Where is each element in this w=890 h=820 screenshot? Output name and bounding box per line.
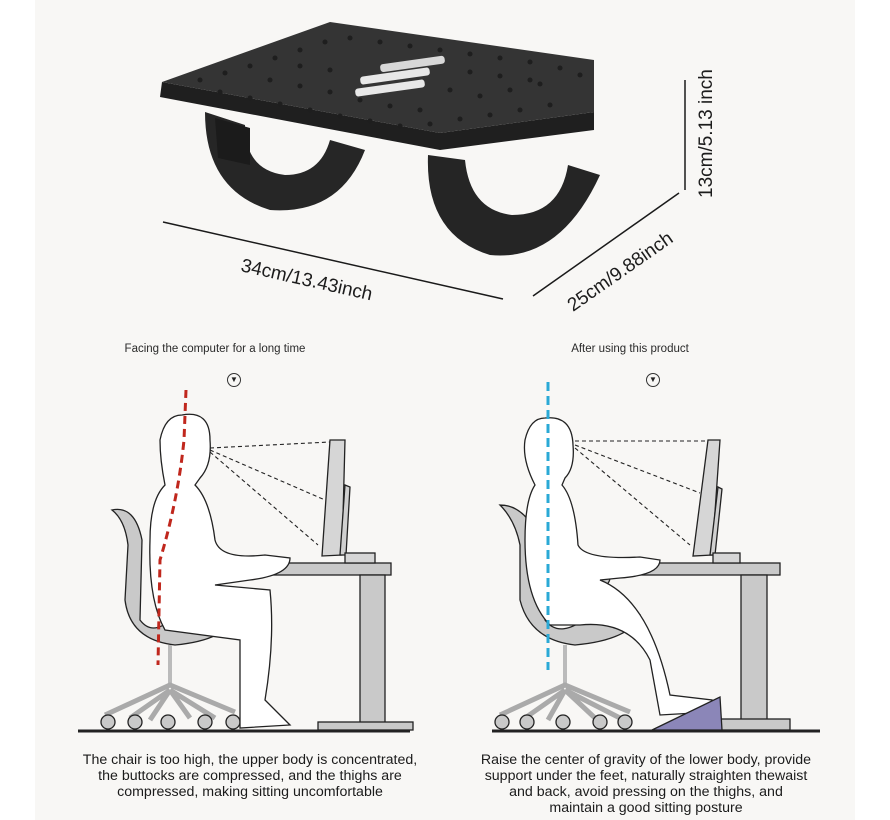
- chevron-down-circle-icon: ▼: [227, 373, 241, 387]
- before-caption-line: compressed, making sitting uncomfortable: [117, 784, 383, 800]
- chevron-down-circle-icon: ▼: [646, 373, 660, 387]
- width-dimension-label: 34cm/13.43inch: [239, 255, 374, 305]
- after-posture-illustration: [492, 382, 820, 733]
- after-caption-line: maintain a good sitting posture: [549, 800, 743, 816]
- footrest-wedge: [651, 695, 723, 731]
- after-caption-line: support under the feet, naturally straig…: [484, 768, 808, 784]
- massage-dots: [197, 35, 583, 129]
- height-dimension-label: 13cm/5.13 inch: [696, 69, 717, 198]
- massage-rollers: [355, 55, 445, 97]
- after-panel-title: After using this product: [571, 343, 689, 355]
- before-posture-illustration: [78, 389, 414, 733]
- depth-dimension-label: 25cm/9.88inch: [564, 228, 677, 316]
- after-caption: Raise the center of gravity of the lower…: [452, 752, 840, 816]
- before-caption-line: The chair is too high, the upper body is…: [82, 752, 418, 768]
- before-caption-line: the buttocks are compressed, and the thi…: [98, 768, 402, 784]
- before-panel-title: Facing the computer for a long time: [124, 343, 306, 355]
- after-caption-line: Raise the center of gravity of the lower…: [480, 752, 812, 768]
- before-caption: The chair is too high, the upper body is…: [40, 752, 460, 800]
- after-caption-line: and back, avoid pressing on the thighs, …: [509, 784, 783, 800]
- dimension-lines: [162, 80, 686, 300]
- footrest-product-image: [160, 22, 600, 256]
